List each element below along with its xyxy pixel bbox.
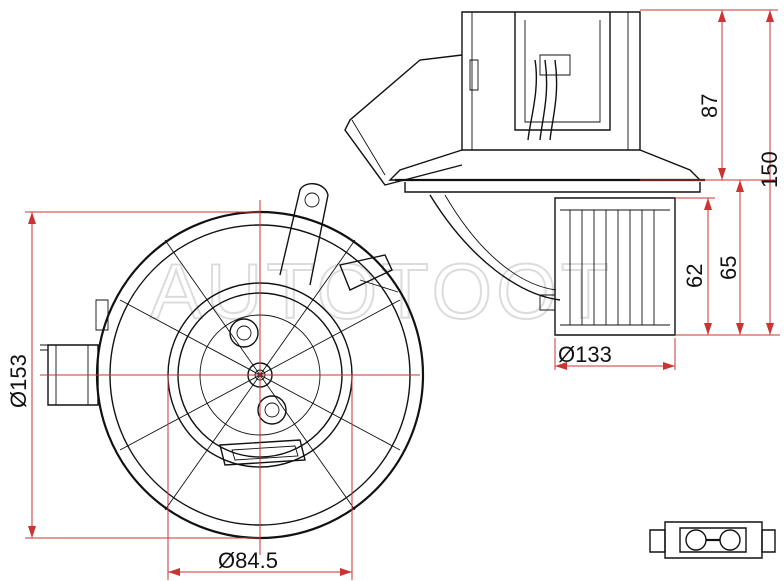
dim-150: 150 bbox=[757, 151, 782, 188]
dim-d133: Ø133 bbox=[558, 342, 612, 367]
dim-62: 62 bbox=[682, 264, 707, 288]
connector-plug-icon bbox=[649, 521, 776, 559]
watermark-text: AUTOTOOT bbox=[150, 247, 613, 335]
dim-65: 65 bbox=[716, 256, 741, 280]
dim-87: 87 bbox=[697, 94, 722, 118]
dim-d84-5: Ø84.5 bbox=[218, 548, 278, 573]
side-dimensions: 87 150 62 65 Ø133 bbox=[554, 9, 782, 370]
dim-d153: Ø153 bbox=[6, 354, 31, 408]
front-view bbox=[40, 183, 425, 540]
front-dimensions: Ø153 Ø84.5 bbox=[6, 200, 420, 580]
